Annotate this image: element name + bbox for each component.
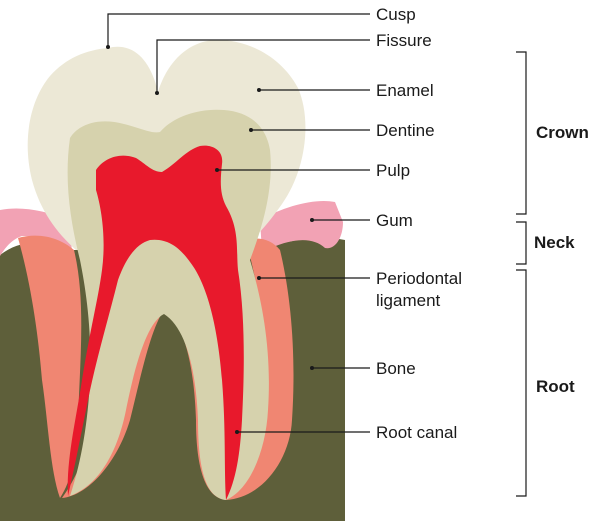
group-root: Root xyxy=(536,377,575,396)
group-crown: Crown xyxy=(536,123,589,142)
bracket-root xyxy=(516,270,526,496)
dot-periodontal xyxy=(257,276,261,280)
dot-pulp xyxy=(215,168,219,172)
dot-bone xyxy=(310,366,314,370)
label-bone: Bone xyxy=(376,359,416,378)
bracket-crown xyxy=(516,52,526,214)
dot-gum xyxy=(310,218,314,222)
leader-cusp xyxy=(108,14,370,47)
dot-fissure xyxy=(155,91,159,95)
label-root-canal: Root canal xyxy=(376,423,457,442)
label-periodontal-line2: ligament xyxy=(376,291,441,310)
label-pulp: Pulp xyxy=(376,161,410,180)
bracket-neck xyxy=(516,222,526,264)
label-enamel: Enamel xyxy=(376,81,434,100)
label-fissure: Fissure xyxy=(376,31,432,50)
group-neck: Neck xyxy=(534,233,575,252)
dot-enamel xyxy=(257,88,261,92)
label-gum: Gum xyxy=(376,211,413,230)
dot-root-canal xyxy=(235,430,239,434)
dot-cusp xyxy=(106,45,110,49)
label-periodontal-line1: Periodontal xyxy=(376,269,462,288)
dot-dentine xyxy=(249,128,253,132)
label-dentine: Dentine xyxy=(376,121,435,140)
label-cusp: Cusp xyxy=(376,5,416,24)
